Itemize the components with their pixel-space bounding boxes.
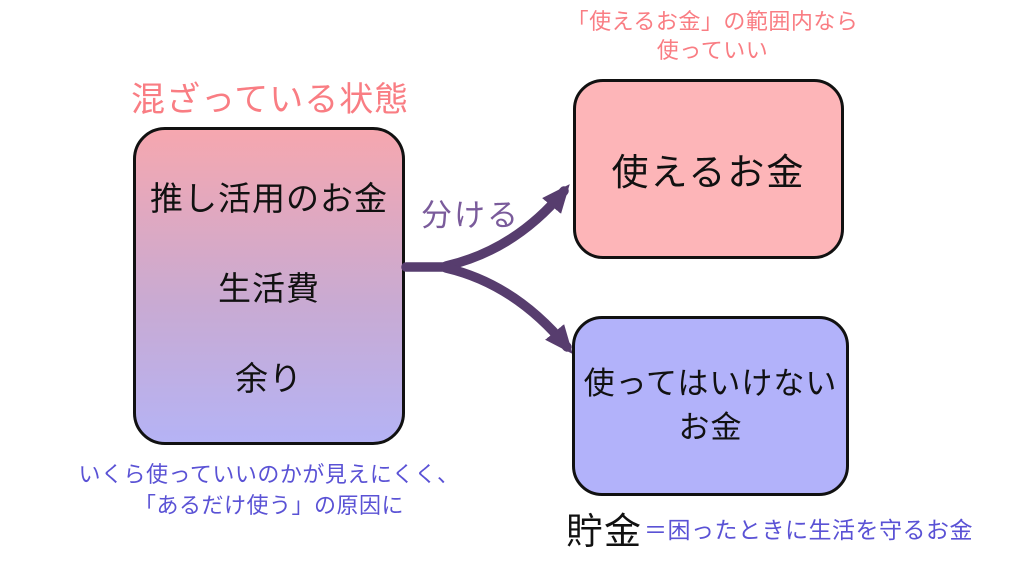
- mixed-caption-line1: いくら使っていいのかが見えにくく、: [78, 463, 460, 488]
- mixed-box-item-living-cost: 生活費: [218, 269, 320, 308]
- split-arrow-lower-branch: [441, 263, 573, 354]
- mixed-box-item-leftover: 余り: [235, 359, 303, 398]
- usable-money-box: 使えるお金: [573, 79, 844, 259]
- mixed-state-title: 混ざっている状態: [131, 80, 410, 120]
- forbidden-money-box: 使ってはいけない お金: [572, 316, 849, 496]
- forbidden-money-line2: お金: [678, 410, 743, 446]
- mixed-state-caption: いくら使っていいのかが見えにくく、 「あるだけ使う」の原因に: [39, 460, 499, 522]
- mixed-box-item-oshi: 推し活用のお金: [150, 179, 388, 218]
- usable-money-note: 「使えるお金」の範囲内なら 使っていい: [545, 8, 880, 66]
- usable-money-label: 使えるお金: [611, 151, 806, 194]
- usable-note-line1: 「使えるお金」の範囲内なら: [566, 10, 859, 35]
- mixed-caption-line2: 「あるだけ使う」の原因に: [133, 494, 404, 519]
- split-action-label: 分ける: [421, 198, 520, 234]
- savings-definition: ＝困ったときに生活を守るお金: [644, 518, 973, 544]
- savings-term: 貯金: [566, 510, 642, 553]
- savings-caption: 貯金 ＝困ったときに生活を守るお金: [566, 501, 973, 555]
- mixed-money-box: 推し活用のお金 生活費 余り: [133, 127, 405, 445]
- forbidden-money-line1: 使ってはいけない: [583, 366, 838, 402]
- usable-note-line2: 使っていい: [656, 39, 769, 64]
